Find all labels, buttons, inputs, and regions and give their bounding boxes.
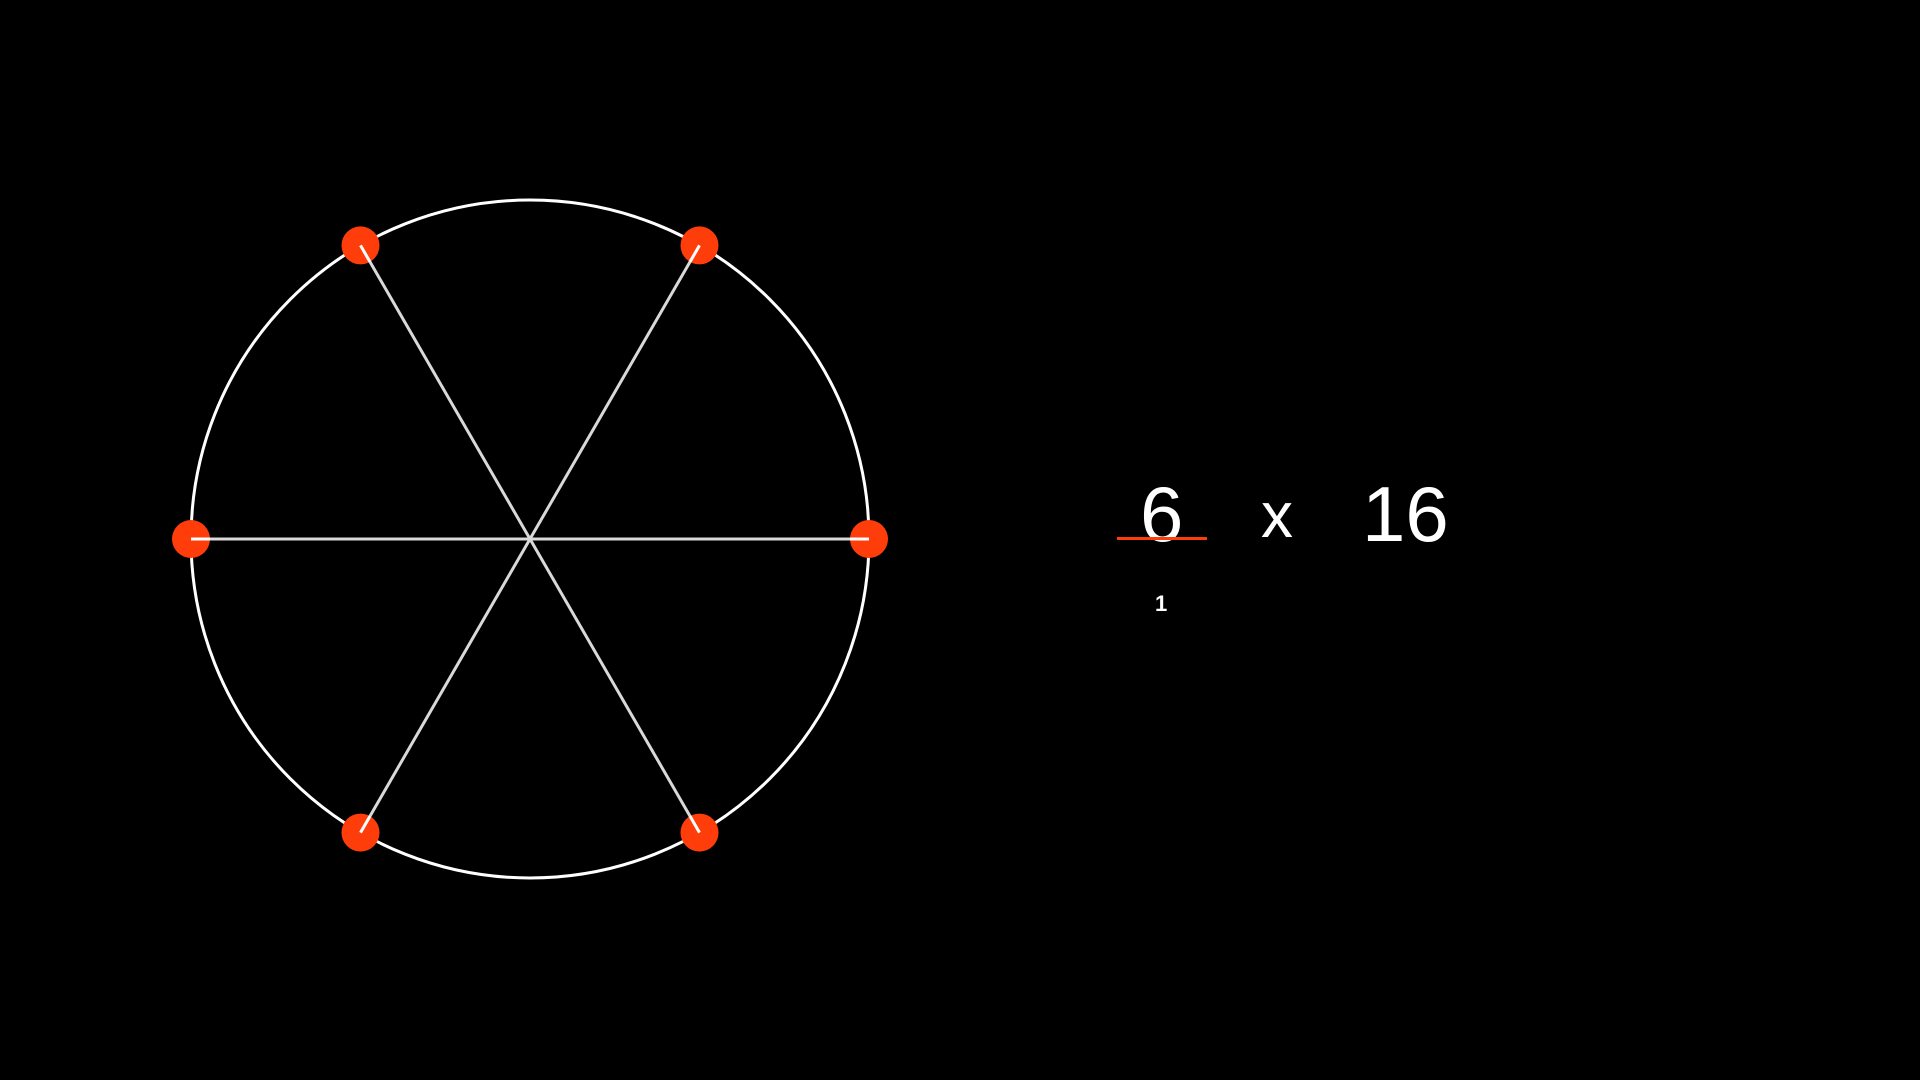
multiply-operator: x (1261, 479, 1293, 551)
point-tick-2 (688, 244, 701, 263)
point-tick-5 (359, 815, 372, 834)
multiplier-value: 16 (1362, 470, 1449, 558)
point-tick-3 (359, 244, 372, 263)
fraction-denominator: 1 (1155, 591, 1168, 616)
point-tick-6 (688, 815, 701, 834)
spoke-6 (528, 538, 701, 834)
fraction-bar (1117, 537, 1207, 540)
spoke-3 (359, 244, 532, 540)
spoke-5 (359, 538, 532, 834)
fraction-numerator: 6 (1140, 470, 1184, 558)
spokes-group (191, 244, 869, 834)
points-group (172, 226, 888, 852)
spoke-2 (528, 244, 701, 540)
